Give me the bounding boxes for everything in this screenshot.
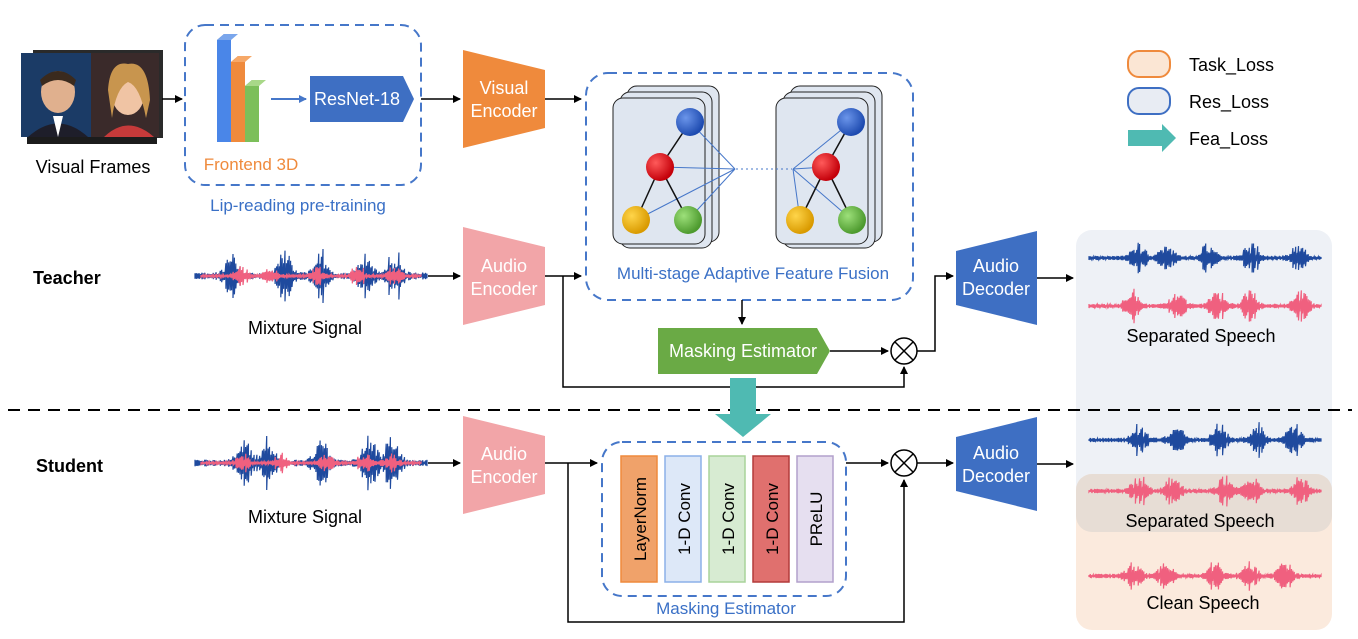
resnet-18-block (310, 76, 414, 122)
legend-task-loss: Task_Loss (1189, 55, 1274, 76)
student-layer-conv2: 1-D Conv (708, 455, 746, 583)
student-separated-waveforms (1088, 422, 1322, 507)
student-audio-encoder-label-line1: Audio (481, 444, 527, 464)
student-audio-decoder-block (956, 417, 1037, 511)
visual-frames-image (21, 50, 163, 144)
student-masking-estimator-group (601, 441, 847, 597)
student-separated-label: Separated Speech (1125, 511, 1274, 531)
student-layer-conv3: 1-D Conv (752, 455, 790, 583)
student-audio-encoder-block (463, 416, 545, 514)
frontend-3d-block (217, 34, 266, 142)
teacher-separated-waveforms (1088, 242, 1322, 324)
fea-loss-transfer-arrow (715, 378, 771, 437)
teacher-mixture-label: Mixture Signal (248, 318, 362, 338)
graph-node-red (646, 153, 674, 181)
clean-speech-waveform (1088, 561, 1322, 591)
graph-node-yellow (622, 206, 650, 234)
student-mixture-waveform (194, 435, 428, 491)
student-audio-decoder-label-line2: Decoder (962, 466, 1030, 486)
student-masking-caption: Masking Estimator (656, 599, 796, 618)
task-loss-swatch (1127, 50, 1171, 78)
teacher-audio-encoder-block (463, 227, 545, 325)
svg-text:1-D Conv: 1-D Conv (719, 483, 738, 555)
teacher-label: Teacher (33, 268, 101, 288)
student-layer-conv1: 1-D Conv (664, 455, 702, 583)
teacher-audio-decoder-block (956, 231, 1037, 325)
pretraining-group (184, 24, 422, 186)
student-layer-prelu: PReLU (796, 455, 834, 583)
student-label: Student (36, 456, 103, 476)
student-layer-layernorm: LayerNorm (620, 455, 658, 583)
graph-node-red (812, 153, 840, 181)
legend-fea-loss: Fea_Loss (1189, 129, 1268, 150)
teacher-audio-decoder-label-line2: Decoder (962, 279, 1030, 299)
teacher-masking-estimator-label: Masking Estimator (669, 341, 817, 361)
teacher-multiply-to-decoder-arrow (917, 272, 954, 352)
student-encoder-skip-line (567, 463, 908, 623)
visual-frames-label: Visual Frames (36, 157, 151, 177)
pretraining-caption: Lip-reading pre-training (210, 196, 386, 215)
visual-encoder-label-line1: Visual (480, 78, 529, 98)
svg-text:PReLU: PReLU (807, 492, 826, 547)
clean-speech-label: Clean Speech (1146, 593, 1259, 613)
frontend-3d-label: Frontend 3D (204, 155, 299, 174)
fusion-group (585, 72, 914, 301)
visual-encoder-block (463, 50, 545, 148)
teacher-masking-estimator-block (658, 328, 830, 374)
teacher-audio-encoder-label-line2: Encoder (470, 279, 537, 299)
fusion-caption: Multi-stage Adaptive Feature Fusion (617, 264, 889, 283)
graph-node-green (674, 206, 702, 234)
teacher-audio-decoder-label-line1: Audio (973, 256, 1019, 276)
graph-node-yellow (786, 206, 814, 234)
graph-node-green (838, 206, 866, 234)
resnet-18-label: ResNet-18 (314, 89, 400, 109)
teacher-separated-label: Separated Speech (1126, 326, 1275, 346)
student-audio-encoder-label-line2: Encoder (470, 467, 537, 487)
graph-node-blue (837, 108, 865, 136)
graph-node-blue (676, 108, 704, 136)
student-multiply-icon (890, 449, 918, 477)
teacher-multiply-icon (890, 337, 918, 365)
student-audio-decoder-label-line1: Audio (973, 443, 1019, 463)
svg-text:1-D Conv: 1-D Conv (675, 483, 694, 555)
res-loss-swatch (1127, 87, 1171, 115)
teacher-audio-encoder-label-line1: Audio (481, 256, 527, 276)
svg-text:LayerNorm: LayerNorm (631, 477, 650, 561)
visual-encoder-label-line2: Encoder (470, 101, 537, 121)
teacher-mixture-waveform (194, 248, 428, 304)
svg-text:1-D Conv: 1-D Conv (763, 483, 782, 555)
fea-loss-arrow-icon (1128, 124, 1176, 152)
legend-res-loss: Res_Loss (1189, 92, 1269, 113)
student-mixture-label: Mixture Signal (248, 507, 362, 527)
